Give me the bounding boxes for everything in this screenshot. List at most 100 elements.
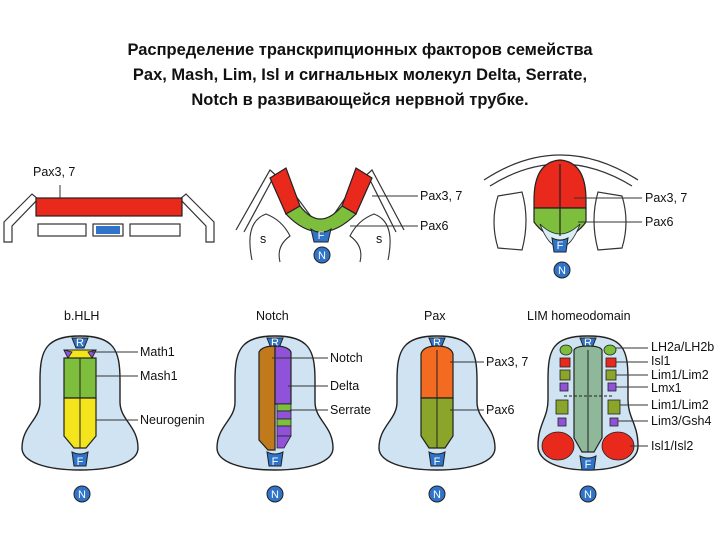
- groove-N: N: [318, 250, 326, 262]
- lim-label-lh2: LH2a/LH2b: [651, 340, 714, 354]
- lim-lh2-right: [603, 344, 617, 356]
- plate-block-2: [129, 223, 181, 237]
- lim-lim3-left: [557, 417, 567, 427]
- notch-delta-stripe-2: [276, 425, 292, 437]
- panel-bhlh: b.HLH R F N Math1 Mash1 Neurogenin: [21, 309, 205, 503]
- notch-serrate-stripe-2: [276, 418, 292, 427]
- tube-F: F: [557, 240, 564, 252]
- title-line-2: Pax, Mash, Lim, Isl и сигнальных молекул…: [132, 66, 588, 84]
- lim-lmx1-left: [559, 382, 569, 392]
- lim-lim3-right: [609, 417, 619, 427]
- groove-pax37-right: [341, 167, 373, 215]
- panel-lim: LIM homeodomain R F N LH2a/LH: [527, 309, 714, 503]
- pax-header: Pax: [424, 309, 446, 323]
- lim-lim12b-right: [607, 399, 621, 415]
- stage-neural-plate: Pax3, 7: [3, 165, 215, 243]
- notch-N: N: [271, 489, 279, 501]
- bhlh-R: R: [76, 337, 84, 349]
- notch-floor-plate: [266, 451, 284, 467]
- groove-s-left: s: [260, 232, 266, 246]
- lim-floor-plate: [579, 455, 597, 471]
- bhlh-notochord: [73, 485, 91, 503]
- groove-ectoderm-left-inner: [243, 179, 273, 233]
- groove-somite-left: [249, 213, 291, 263]
- lim-notochord: [579, 485, 597, 503]
- page-title: Распределение транскрипционных факторов …: [40, 38, 680, 113]
- lim-label-isl1: Isl1: [651, 354, 671, 368]
- plate-notochord-core: [96, 226, 120, 234]
- pax-notochord: [428, 485, 446, 503]
- notch-notch-region: [258, 345, 276, 451]
- bhlh-label-neurogenin: Neurogenin: [140, 413, 205, 427]
- notch-delta-region: [274, 345, 292, 405]
- pax-N: N: [433, 489, 441, 501]
- lim-lim12b-left: [555, 399, 569, 415]
- plate-block-1: [37, 223, 87, 237]
- tube-somite-right: [593, 191, 627, 251]
- groove-ectoderm-right-inner: [369, 179, 397, 233]
- pax-label-pax37: Pax3, 7: [486, 355, 528, 369]
- pax-label-pax6: Pax6: [486, 403, 515, 417]
- lim-isl1-left: [559, 357, 571, 368]
- notch-label-delta: Delta: [330, 379, 359, 393]
- lim-isl12-left: [541, 431, 575, 461]
- notch-label-notch: Notch: [330, 351, 363, 365]
- notch-notochord: [266, 485, 284, 503]
- bhlh-F: F: [77, 456, 84, 468]
- tube-N: N: [558, 265, 566, 277]
- bhlh-label-math1: Math1: [140, 345, 175, 359]
- bhlh-header: b.HLH: [64, 309, 99, 323]
- bhlh-N: N: [78, 489, 86, 501]
- notch-F: F: [272, 456, 279, 468]
- groove-s-right: s: [376, 232, 382, 246]
- plate-ectoderm-left: [3, 193, 39, 243]
- pax-floor-plate: [428, 451, 446, 467]
- notch-R: R: [271, 337, 279, 349]
- panel-notch: Notch R F N Notch Delta Serrate: [216, 309, 371, 503]
- groove-pax6-region: [285, 205, 357, 233]
- lim-lim12-left: [559, 369, 571, 381]
- tube-label-pax6: Pax6: [645, 215, 674, 229]
- lim-label-lmx1: Lmx1: [651, 381, 682, 395]
- pax-R: R: [433, 337, 441, 349]
- lim-R: R: [584, 337, 592, 349]
- tube-notochord: [553, 261, 571, 279]
- lim-label-isl12: Isl1/Isl2: [651, 439, 693, 453]
- lim-lmx1-right: [607, 382, 617, 392]
- stage-neural-groove: F N s s Pax3, 7 Pax6: [235, 167, 462, 264]
- groove-notochord: [313, 246, 331, 264]
- bhlh-roof-mark-left: [63, 349, 73, 359]
- bhlh-label-mash1: Mash1: [140, 369, 178, 383]
- plate-pax37-region: [35, 197, 183, 217]
- tube-label-pax37: Pax3, 7: [645, 191, 687, 205]
- lim-isl1-right: [605, 357, 617, 368]
- lim-lim12-right: [605, 369, 617, 381]
- title-line-1: Распределение транскрипционных факторов …: [127, 41, 593, 59]
- tube-ectoderm-outer: [483, 154, 639, 181]
- groove-label-pax6: Pax6: [420, 219, 449, 233]
- lim-isl12-right: [601, 431, 635, 461]
- stage-neural-tube: F N Pax3, 7 Pax6: [483, 154, 687, 279]
- plate-ectoderm-right: [179, 193, 215, 243]
- groove-floor-plate: [310, 227, 332, 243]
- notch-serrate-stripe-1: [276, 403, 292, 412]
- lim-label-lim12: Lim1/Lim2: [651, 368, 709, 382]
- lim-header: LIM homeodomain: [527, 309, 631, 323]
- lim-lh2-left: [559, 344, 573, 356]
- notch-header: Notch: [256, 309, 289, 323]
- pax-F: F: [434, 456, 441, 468]
- title-line-3: Notch в развивающейся нервной трубке.: [191, 91, 529, 109]
- panel-pax: Pax R F N Pax3, 7 Pax6: [378, 309, 528, 503]
- tube-somite-left: [493, 191, 527, 251]
- groove-label-pax37: Pax3, 7: [420, 189, 462, 203]
- groove-somite-right: [349, 213, 391, 263]
- bhlh-floor-plate: [71, 451, 89, 467]
- notch-delta-stripe-1: [276, 410, 292, 420]
- tube-floor-plate: [551, 237, 569, 253]
- bhlh-roof-plate: [71, 337, 89, 349]
- lim-N: N: [584, 489, 592, 501]
- groove-F: F: [318, 230, 325, 242]
- lim-label-lim3gsh4: Lim3/Gsh4: [651, 414, 711, 428]
- lim-F: F: [585, 459, 592, 471]
